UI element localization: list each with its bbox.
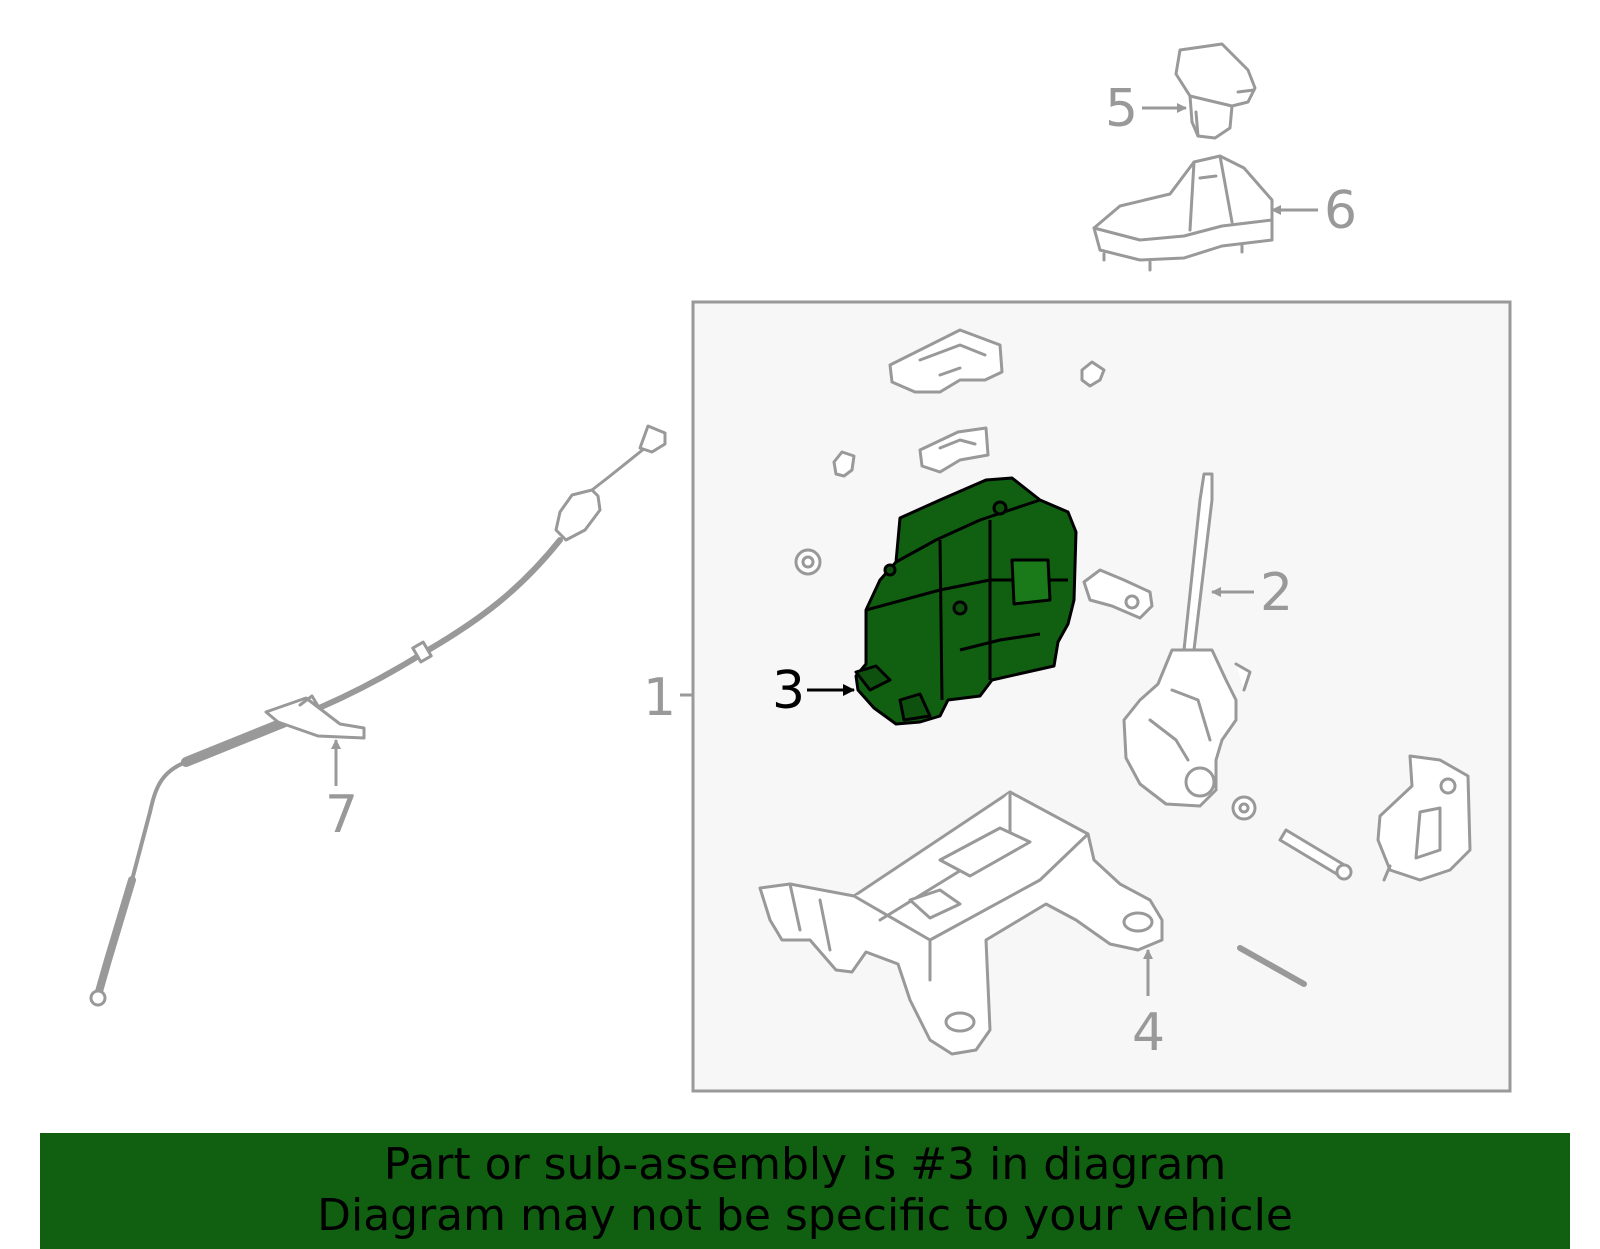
part-3-shifter-housing (854, 476, 1078, 726)
callout-4-label: 4 (1132, 1003, 1165, 1063)
part-7-shift-cable (89, 424, 667, 1007)
callout-arrows (331, 103, 1318, 996)
part-6-shift-bezel (1092, 154, 1274, 272)
part-4-base (758, 790, 1164, 1056)
callout-7-label: 7 (325, 785, 358, 845)
part-sensor-connector (1082, 568, 1154, 620)
part-pin (1278, 828, 1353, 881)
part-clip-left (832, 450, 856, 478)
part-rod (1237, 945, 1307, 987)
callout-6-label: 6 (1324, 181, 1357, 241)
banner-line-2: Diagram may not be specific to your vehi… (317, 1190, 1293, 1241)
assembly-frame (691, 300, 1512, 1093)
part-position-module (1376, 754, 1472, 882)
banner-line-1: Part or sub-assembly is #3 in diagram (383, 1139, 1227, 1190)
part-washer (794, 548, 822, 576)
part-connector-bracket (918, 426, 990, 474)
callout-2-label: 2 (1260, 563, 1293, 623)
info-banner: Part or sub-assembly is #3 in diagram Di… (40, 1133, 1570, 1249)
callout-1-label: 1 (643, 668, 676, 728)
callout-5-label: 5 (1105, 79, 1138, 139)
callout-3-label: 3 (772, 661, 805, 721)
part-upper-bracket (888, 328, 1004, 394)
part-clip-small (1080, 360, 1106, 388)
part-5-shift-knob (1174, 42, 1257, 140)
part-2-shift-lever (1122, 472, 1252, 808)
part-bushing (1231, 795, 1257, 821)
